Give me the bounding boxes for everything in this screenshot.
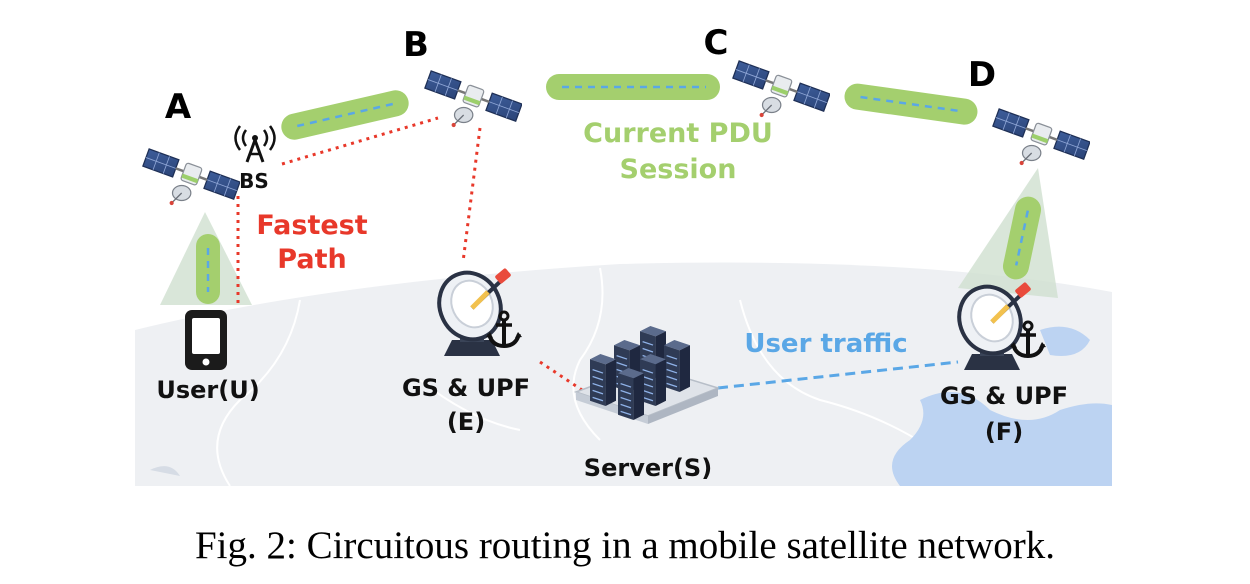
satellite-d-label: D bbox=[968, 55, 996, 95]
user-traffic-line bbox=[717, 360, 959, 390]
gs-f-label-line1: GS & UPF bbox=[940, 382, 1068, 410]
fastest-path-label-line1: Fastest bbox=[256, 210, 367, 241]
server-icon bbox=[573, 326, 721, 424]
base-station-icon bbox=[234, 125, 276, 163]
satellite-c-label: C bbox=[704, 23, 729, 63]
server-label: Server(S) bbox=[584, 454, 712, 482]
pdu-link-b-c bbox=[546, 74, 720, 100]
satellite-a-label: A bbox=[165, 87, 192, 127]
user-label: User(U) bbox=[156, 376, 259, 404]
pdu-link-user-a bbox=[196, 234, 220, 304]
current-pdu-label-line2: Session bbox=[620, 154, 737, 185]
satellite-d-icon bbox=[991, 107, 1090, 167]
gs-e-label-line2: (E) bbox=[447, 408, 485, 436]
figure-caption: Fig. 2: Circuitous routing in a mobile s… bbox=[195, 524, 1055, 567]
satellite-b-icon bbox=[423, 69, 522, 129]
phone-icon bbox=[185, 310, 227, 370]
user-traffic-label: User traffic bbox=[744, 329, 907, 359]
satellite-a-icon bbox=[141, 147, 240, 207]
satellite-b-label: B bbox=[403, 25, 429, 65]
base-station-label: BS bbox=[239, 169, 269, 193]
pdu-link-d-f bbox=[1002, 196, 1042, 280]
gs-f-label-line2: (F) bbox=[985, 418, 1023, 446]
pdu-link-c-d bbox=[844, 83, 978, 125]
fastest-path bbox=[236, 116, 583, 392]
beam-cone-d bbox=[958, 168, 1058, 298]
current-pdu-label-line1: Current PDU bbox=[583, 118, 773, 149]
gs-e-label-line1: GS & UPF bbox=[402, 374, 530, 402]
fastest-path-label-line2: Path bbox=[277, 244, 346, 275]
satellite-c-icon bbox=[731, 59, 830, 119]
pdu-link-a-b bbox=[281, 90, 409, 140]
